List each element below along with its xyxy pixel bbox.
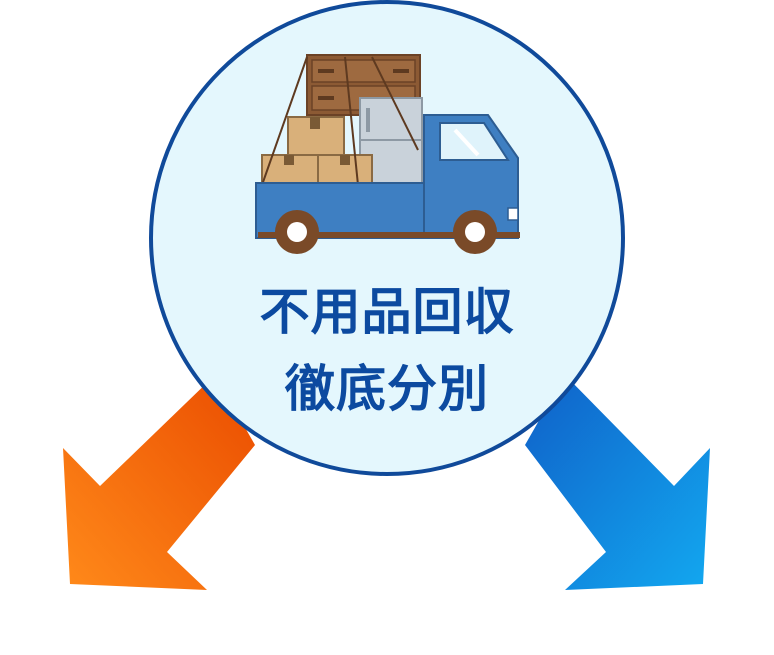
arrow-down-right-icon: [525, 375, 710, 590]
truck-loaded-with-furniture-icon: [255, 54, 520, 254]
headline-line-2: 徹底分別: [285, 360, 489, 418]
arrow-down-left-icon: [63, 375, 255, 590]
headline-line-1: 不用品回収: [259, 283, 515, 341]
